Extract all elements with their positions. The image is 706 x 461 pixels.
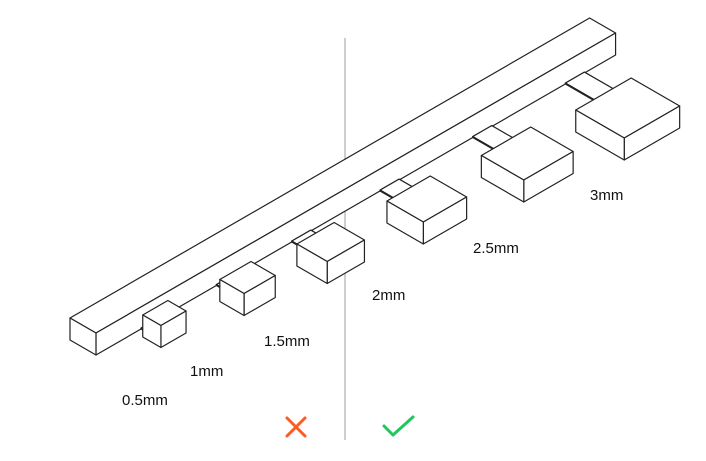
tooth-label: 1.5mm: [264, 333, 310, 350]
tooth-label: 3mm: [590, 187, 624, 204]
tooth-label: 0.5mm: [122, 392, 168, 409]
tooth-block-3-side: [386, 200, 424, 245]
comb-bar-side: [69, 317, 97, 356]
tooth-block-5-side: [575, 109, 625, 161]
tooth-block-0-side: [142, 314, 162, 349]
tooth-label: 2.5mm: [473, 240, 519, 257]
tooth-block-2-side: [296, 243, 328, 285]
tooth-label: 1mm: [190, 363, 224, 380]
cross-icon: [285, 416, 307, 438]
tooth-block-1-side: [219, 278, 245, 317]
tooth-label: 2mm: [372, 287, 406, 304]
comb-part: [69, 17, 681, 356]
check-icon: [382, 415, 415, 437]
tooth-block-4-side: [480, 154, 525, 203]
